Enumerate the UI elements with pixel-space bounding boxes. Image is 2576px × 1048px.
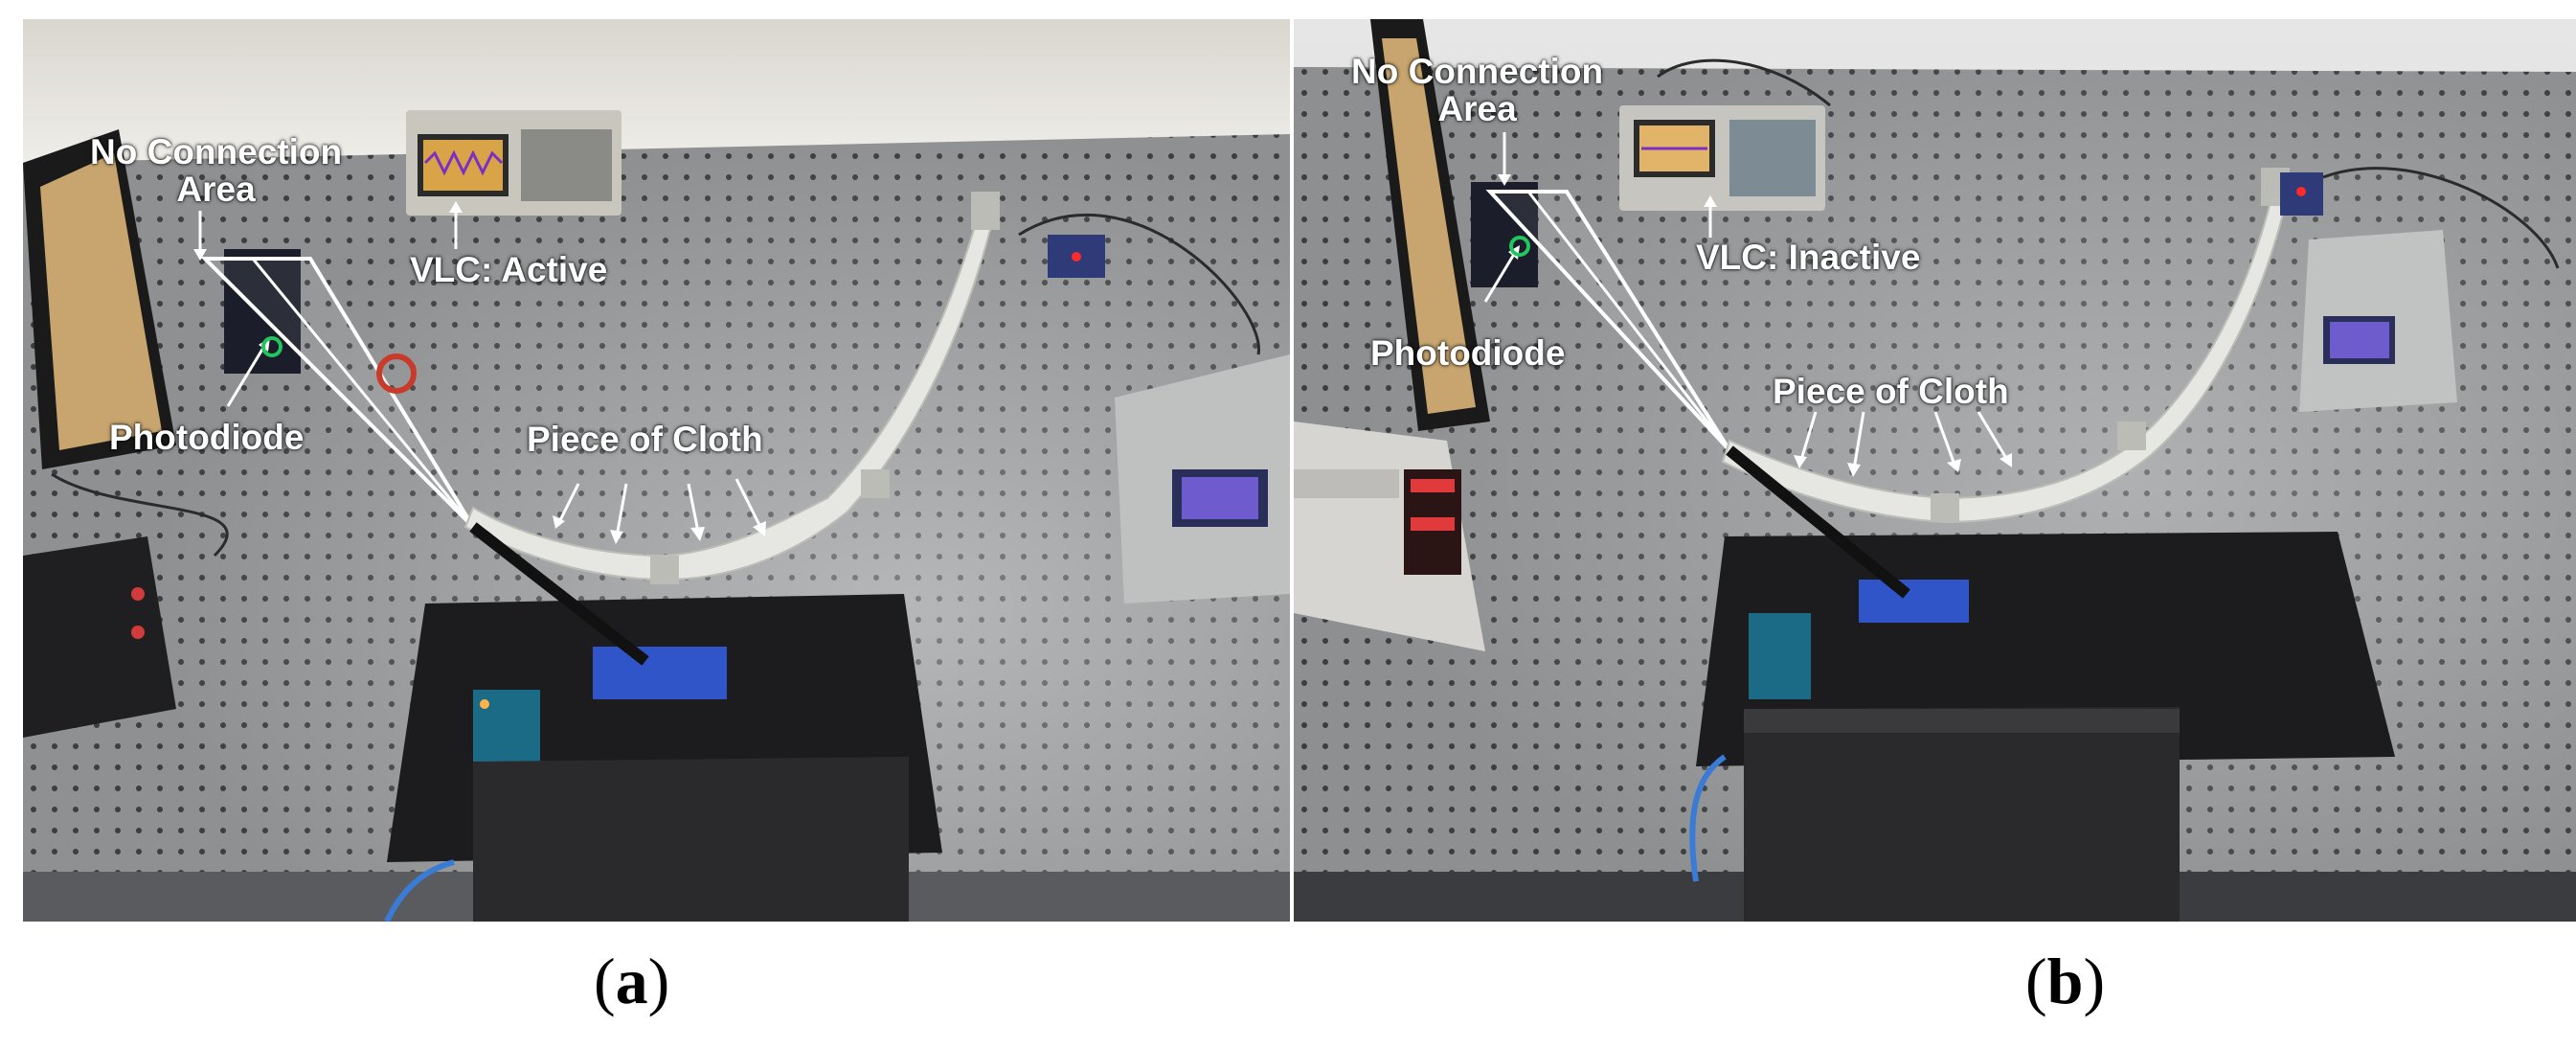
caption-letter-a: a	[615, 945, 648, 1017]
blue-holder	[593, 647, 727, 699]
arduino	[1749, 613, 1811, 699]
no-connection-area-label: No Connection Area	[90, 132, 343, 209]
photodiode-marker	[261, 336, 282, 357]
cloth-label: Piece of Cloth	[1773, 372, 2009, 411]
cloth-label: Piece of Cloth	[527, 420, 763, 459]
laptop	[473, 757, 909, 922]
photodiode-label: Photodiode	[109, 418, 305, 457]
function-generator	[2299, 230, 2457, 412]
no-connection-line2: Area	[176, 169, 256, 209]
vlc-status-label: VLC: Active	[410, 250, 608, 289]
power-supply	[23, 536, 176, 738]
power-supply	[1294, 421, 1485, 651]
annotation-arrows	[193, 201, 766, 544]
no-connection-line2: Area	[1437, 88, 1517, 128]
caption-b: (b)	[2025, 945, 2106, 1017]
no-connection-area-label: No Connection Area	[1351, 52, 1604, 128]
lab-scene-photo-b	[1294, 19, 2576, 922]
clamps	[650, 192, 1000, 584]
function-generator	[1115, 354, 1290, 604]
vlc-status-label: VLC: Inactive	[1696, 238, 1921, 277]
photodiode-marker	[1509, 236, 1530, 257]
caption-a: (a)	[594, 945, 670, 1017]
oscilloscope	[1619, 105, 1825, 211]
photo-panel-a: No Connection Area VLC: Active Photodiod…	[23, 19, 1290, 922]
photo-panel-b: No Connection Area VLC: Inactive Photodi…	[1294, 19, 2576, 922]
annotation-arrows	[1483, 132, 2012, 477]
lab-scene-photo-a	[23, 19, 1290, 922]
no-connection-line1: No Connection	[1351, 52, 1604, 91]
no-connection-line1: No Connection	[90, 132, 343, 171]
oscilloscope	[406, 110, 621, 216]
laptop	[1744, 707, 2180, 922]
blue-holder	[1859, 580, 1969, 623]
photodiode-label: Photodiode	[1370, 333, 1566, 373]
caption-letter-b: b	[2046, 945, 2084, 1017]
